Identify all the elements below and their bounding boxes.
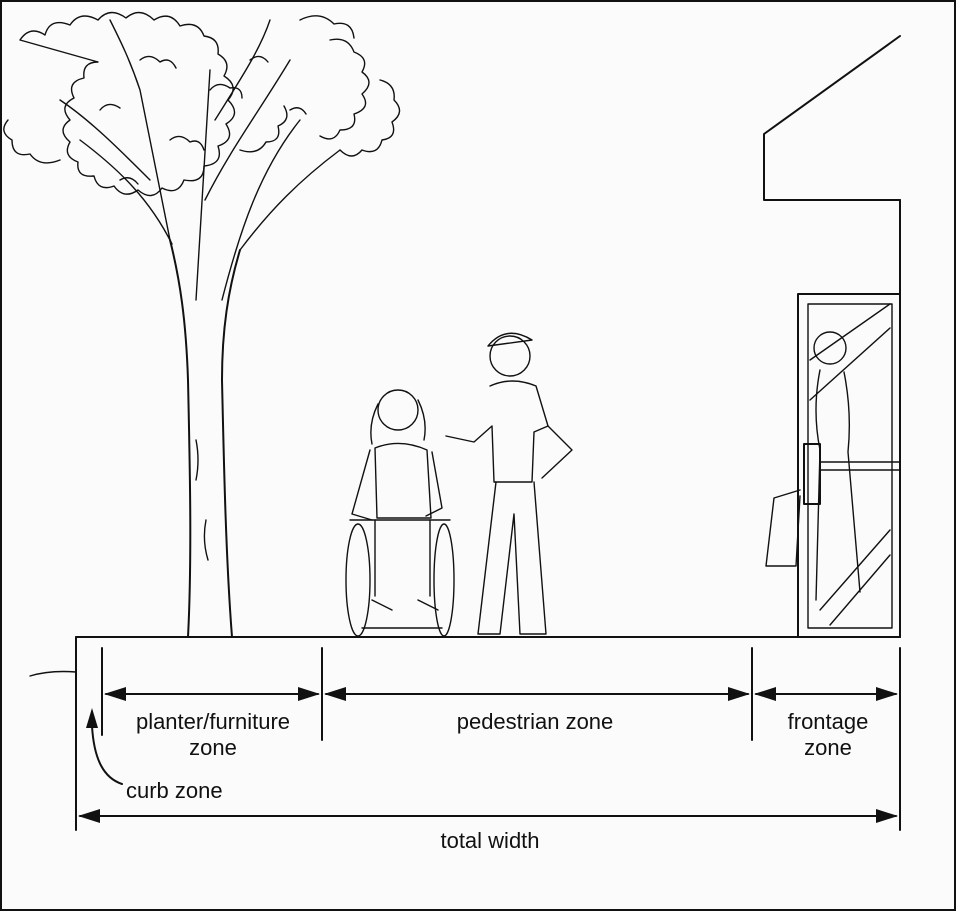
- planter-label-line1: planter/furniture: [135, 709, 291, 734]
- frontage-label-line1: frontage: [787, 709, 869, 734]
- frontage-label-line2: zone: [804, 735, 852, 760]
- dimension-arrows: [78, 687, 898, 823]
- planter-furniture-zone-label: planter/furniture zone: [106, 709, 320, 761]
- shopper-icon: [765, 331, 861, 601]
- dimension-ticks: [101, 647, 901, 831]
- curb-and-sidewalk: [29, 636, 901, 831]
- building-icon: [763, 35, 901, 638]
- pedestrian-zone-label: pedestrian zone: [456, 709, 614, 734]
- tree-icon: [3, 11, 401, 638]
- pedestrian-icon: [445, 332, 573, 635]
- frontage-zone-label: frontage zone: [760, 709, 896, 761]
- curb-zone-label: curb zone: [126, 778, 223, 803]
- total-width-label: total width: [440, 828, 540, 853]
- wheelchair-user-icon: [345, 389, 455, 637]
- planter-label-line2: zone: [189, 735, 237, 760]
